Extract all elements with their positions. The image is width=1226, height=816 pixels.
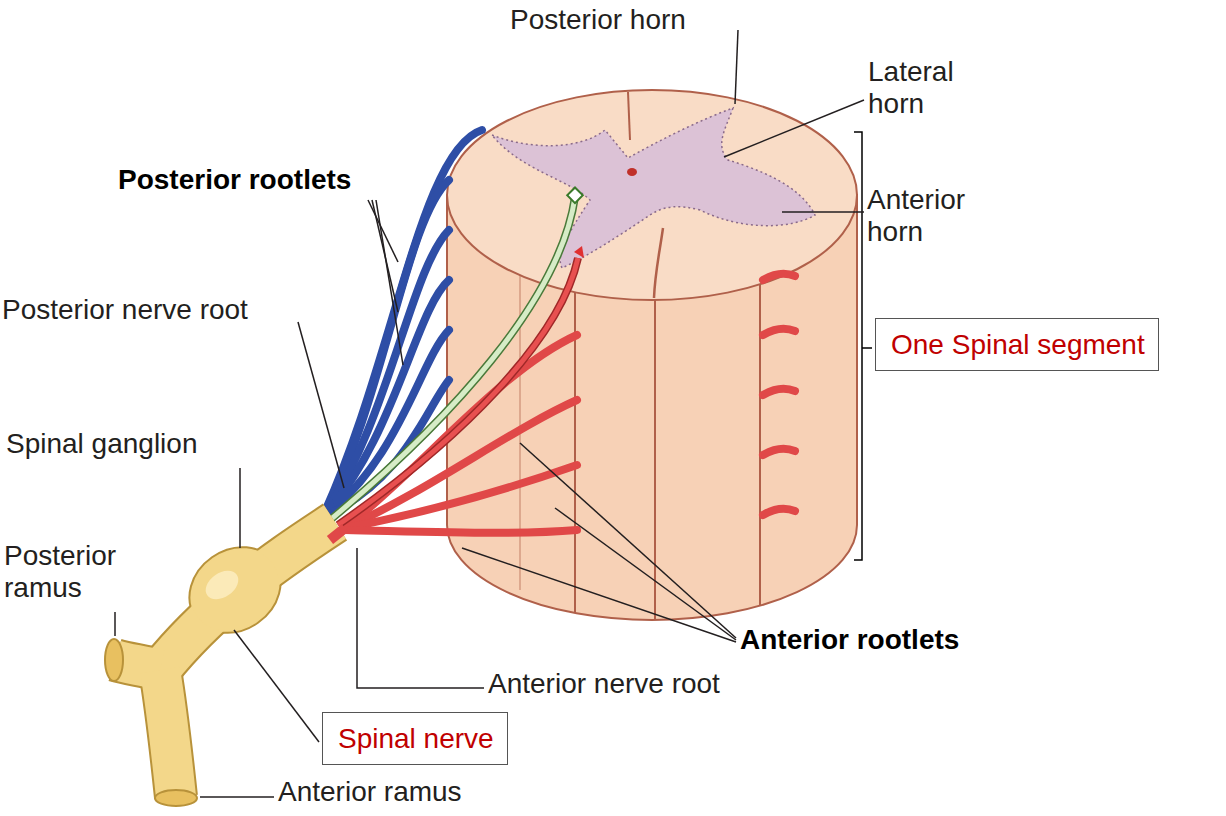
part-label: Posterior nerve root: [2, 294, 248, 326]
segment-box: One Spinal segment: [875, 318, 1159, 371]
cord-section: [447, 90, 857, 300]
part-label: Posterior horn: [510, 4, 686, 36]
leader-lines: [115, 30, 864, 797]
part-label: Posterior rootlets: [118, 164, 351, 196]
anterior-median-fissure: [654, 300, 656, 620]
motor-cell: [574, 246, 584, 258]
part-label: Posterior ramus: [4, 540, 149, 604]
anterior-median-fissure: [654, 228, 663, 298]
part-label: Lateral horn: [868, 56, 993, 120]
sensory-fibre: [330, 197, 575, 520]
part-label: Anterior rootlets: [740, 624, 959, 656]
sensory-cell: [567, 188, 583, 204]
nerve-box: Spinal nerve: [322, 712, 508, 765]
spinal-nerve: [105, 522, 335, 806]
anterior-rootlets: [345, 335, 577, 533]
grey-matter: [492, 108, 815, 268]
part-label: Spinal ganglion: [6, 428, 198, 460]
box-text: Spinal nerve: [323, 723, 507, 755]
sensory-fibre: [330, 197, 575, 520]
box-text: One Spinal segment: [876, 329, 1158, 361]
part-label: Anterior ramus: [278, 776, 462, 808]
part-label: Anterior nerve root: [488, 668, 720, 700]
part-label: Anterior horn: [867, 184, 1007, 248]
anterior-root: [330, 528, 345, 540]
central-canal: [627, 168, 637, 176]
motor-fibre: [338, 258, 578, 525]
motor-fibre: [338, 258, 578, 525]
posterior-median-sulcus: [628, 92, 630, 140]
rootlet-stubs: [763, 274, 795, 515]
